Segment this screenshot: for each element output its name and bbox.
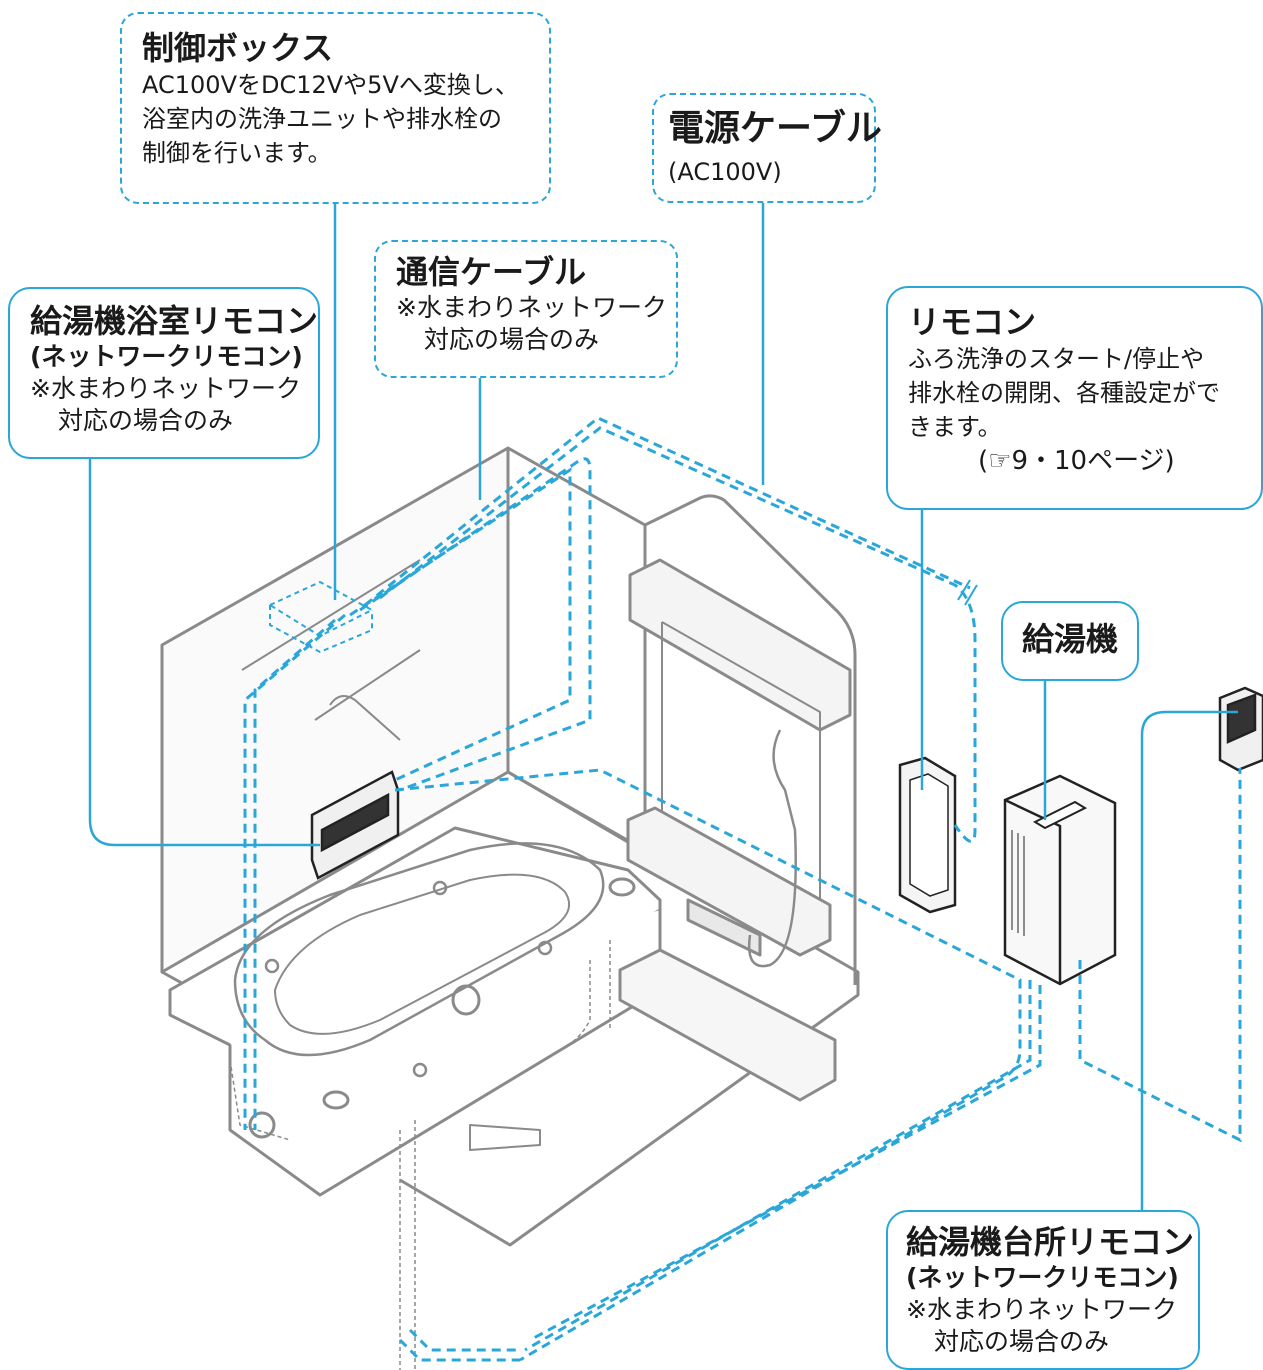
cable-break-mark	[957, 579, 978, 606]
callout-kitchen-remote: 給湯機台所リモコン (ネットワークリモコン) ※水まわりネットワーク 対応の場合…	[886, 1210, 1200, 1370]
comm-cable	[359, 457, 592, 792]
callout-line: 排水栓の開閉、各種設定がで	[908, 379, 1220, 407]
pillow-jet	[451, 984, 481, 1016]
callout-note: ※水まわりネットワーク	[906, 1295, 1177, 1324]
callout-sub: (ネットワークリモコン)	[30, 342, 303, 371]
leader-bath-remote	[88, 458, 320, 847]
callout-sub: (AC100V)	[668, 158, 782, 186]
leader-kitchen-remote	[1140, 710, 1238, 1210]
callout-title: 制御ボックス	[142, 29, 334, 67]
down-cable-2	[253, 618, 336, 1130]
callout-note: 対応の場合のみ	[58, 406, 234, 435]
callout-title: 給湯機浴室リモコン	[30, 302, 319, 340]
callout-title: 電源ケーブル	[668, 108, 882, 149]
comm-cable-2	[349, 467, 572, 782]
callout-line: AC100VをDC12Vや5Vへ変換し、	[142, 71, 519, 99]
devices	[267, 580, 1263, 986]
callout-control-box: 制御ボックス AC100VをDC12Vや5Vへ変換し、 浴室内の洗浄ユニットや排…	[120, 12, 551, 204]
bathtub-inner	[274, 873, 570, 1035]
jet-3	[537, 940, 553, 956]
callout-title: 通信ケーブル	[396, 253, 587, 291]
bath-remote-screen	[320, 792, 390, 853]
shower-hose	[747, 729, 797, 968]
callout-note: 対応の場合のみ	[934, 1327, 1110, 1356]
callout-note: 対応の場合のみ	[424, 325, 600, 354]
power-cable	[379, 426, 977, 843]
cables	[243, 416, 1242, 1362]
water-heater-vent	[1032, 800, 1088, 830]
callout-title: 給湯機台所リモコン	[906, 1223, 1195, 1261]
faucet-panel	[686, 898, 762, 957]
jet-2	[432, 880, 448, 896]
callout-water-heater: 給湯機	[1001, 601, 1139, 681]
control-box-icon	[267, 580, 375, 654]
floor-cable	[398, 1328, 520, 1362]
bench	[618, 948, 837, 1102]
water-heater-front	[1004, 798, 1062, 984]
remote-panel	[909, 773, 949, 897]
right-wall	[644, 494, 857, 985]
tub-floor-drain	[469, 1124, 541, 1151]
under-piping	[229, 940, 611, 1370]
drain-plug	[322, 1090, 350, 1110]
callout-title: リモコン	[908, 303, 1037, 341]
heater-cable	[394, 768, 1022, 1362]
counter	[626, 806, 832, 957]
jet-1	[264, 958, 280, 974]
callout-title: 給湯機	[1021, 620, 1118, 658]
back-wall-right	[507, 446, 647, 854]
heater-cable-2	[524, 980, 1032, 1352]
leader-lines	[88, 203, 1238, 1210]
kitchen-remote-screen	[1226, 693, 1257, 744]
bathtub-basin	[233, 842, 605, 1057]
callout-remote: リモコン ふろ洗浄のスタート/停止や 排水栓の開閉、各種設定がで きます。 (☞…	[886, 286, 1263, 510]
overflow-port	[608, 877, 636, 897]
callout-comm-cable: 通信ケーブル ※水まわりネットワーク 対応の場合のみ	[374, 240, 678, 378]
callout-note: ※水まわりネットワーク	[396, 293, 667, 322]
water-heater-grill	[1011, 830, 1025, 936]
callout-sub: (ネットワークリモコン)	[906, 1263, 1179, 1292]
power-cable-2	[364, 416, 971, 607]
callout-bath-remote: 給湯機浴室リモコン (ネットワークリモコン) ※水まわりネットワーク 対応の場合…	[8, 287, 320, 459]
bathroom-unit-illustration	[160, 446, 860, 1370]
heater-cable-3	[529, 985, 1042, 1342]
mirror-cabinet	[628, 558, 852, 732]
callout-line: 浴室内の洗浄ユニットや排水栓の	[142, 105, 502, 133]
jet-4	[412, 1062, 428, 1078]
ceiling-shelf	[241, 559, 421, 741]
callout-line: ふろ洗浄のスタート/停止や	[908, 345, 1205, 373]
callout-power-cable: 電源ケーブル (AC100V)	[652, 93, 882, 203]
callout-line: 制御を行います。	[142, 139, 332, 167]
callout-line: きます。	[908, 413, 1002, 441]
callout-note: ※水まわりネットワーク	[30, 374, 301, 403]
kitchen-cable	[1078, 768, 1242, 1143]
page-reference: (☞9・10ページ)	[978, 446, 1175, 476]
pump-port	[248, 1111, 276, 1139]
